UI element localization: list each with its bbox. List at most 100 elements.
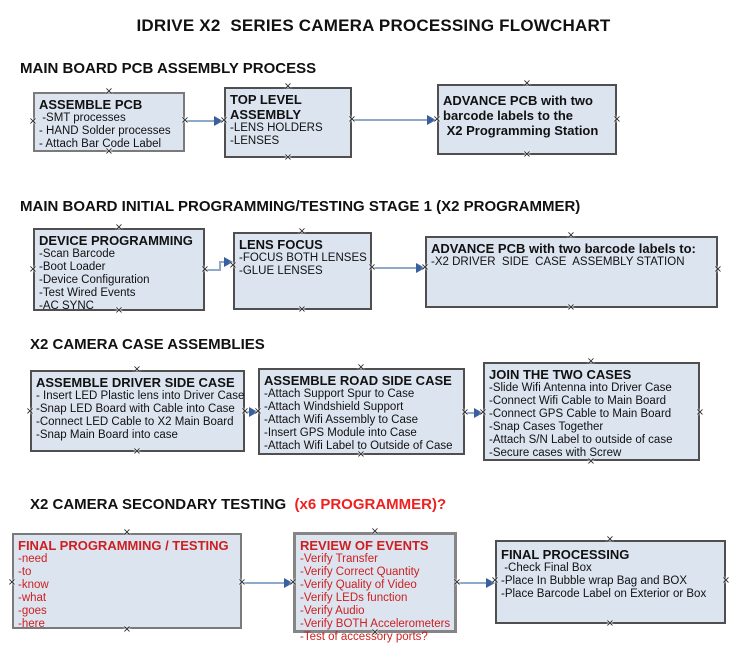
box-line: -LENSES: [230, 135, 280, 147]
box-title: JOIN THE TWO CASES: [489, 367, 632, 382]
connection-point-icon: ×: [180, 115, 190, 126]
connection-point-icon: ×: [347, 114, 357, 125]
connection-point-icon: ×: [713, 264, 723, 275]
connection-point-icon: ×: [452, 577, 462, 588]
box-line: - Insert LED Plastic lens into Driver Ca…: [36, 390, 245, 402]
box-line: -what: [18, 592, 47, 604]
flow-box-assemble-driver-side-case: ASSEMBLE DRIVER SIDE CASE - Insert LED P…: [30, 370, 245, 452]
box-title: FINAL PROGRAMMING / TESTING: [18, 538, 229, 553]
box-line: -Attach Wifi Assembly to Case: [264, 414, 419, 426]
connector-row1-1-line: [186, 120, 216, 122]
box-title: FINAL PROCESSING: [501, 547, 630, 562]
connection-point-icon: ×: [356, 362, 366, 373]
connection-point-icon: ×: [104, 146, 114, 157]
box-line: -need: [18, 553, 48, 565]
connector-row2-1-arrowhead: [224, 257, 233, 267]
box-line: -Attach Windshield Support: [264, 401, 404, 413]
connector-row1-2-line: [353, 119, 428, 121]
flow-box-advance-pcb-driver-side: ADVANCE PCB with two barcode labels to: …: [425, 236, 718, 308]
connection-point-icon: ×: [25, 406, 35, 417]
connector-row2-2-arrowhead: [416, 263, 425, 273]
box-title: REVIEW OF EVENTS: [300, 538, 429, 553]
box-line: -FOCUS BOTH LENSES: [239, 252, 367, 264]
flow-box-lens-focus: LENS FOCUS -FOCUS BOTH LENSES -GLUE LENS…: [233, 232, 372, 310]
connection-point-icon: ×: [586, 356, 596, 367]
flow-box-advance-pcb-programming-station: ADVANCE PCB with two barcode labels to t…: [437, 84, 617, 155]
box-line: -SMT processes: [39, 112, 126, 124]
connection-point-icon: ×: [297, 304, 307, 315]
box-title: ASSEMBLE DRIVER SIDE CASE: [36, 375, 235, 390]
connection-point-icon: ×: [237, 577, 247, 588]
section-heading-case-assemblies: X2 CAMERA CASE ASSEMBLIES: [30, 336, 265, 353]
connection-point-icon: ×: [478, 407, 488, 418]
box-line: -to: [18, 566, 32, 578]
flow-box-top-level-assembly: TOP LEVEL ASSEMBLY -LENS HOLDERS -LENSES: [224, 87, 352, 158]
box-line: -know: [18, 579, 49, 591]
box-line: - HAND Solder processes: [39, 125, 171, 137]
box-title: ADVANCE PCB with two barcode labels to t…: [443, 93, 599, 138]
connection-point-icon: ×: [695, 407, 705, 418]
connection-point-icon: ×: [200, 264, 210, 275]
connection-point-icon: ×: [367, 262, 377, 273]
box-line: -Verify Quality of Video: [300, 579, 417, 591]
connection-point-icon: ×: [228, 260, 238, 271]
connection-point-icon: ×: [283, 152, 293, 163]
connection-point-icon: ×: [612, 114, 622, 125]
box-line: -Verify Transfer: [300, 553, 378, 565]
box-line: -Secure cases with Screw: [489, 447, 622, 459]
connection-point-icon: ×: [219, 115, 229, 126]
flow-box-device-programming: DEVICE PROGRAMMING -Scan Barcode -Boot L…: [33, 228, 205, 312]
box-title: DEVICE PROGRAMMING: [39, 233, 193, 248]
connection-point-icon: ×: [28, 264, 38, 275]
box-line: -Connect GPS Cable to Main Board: [489, 408, 672, 420]
box-line: -Insert GPS Module into Case: [264, 427, 417, 439]
section-heading-secondary-testing: X2 CAMERA SECONDARY TESTING (x6 PROGRAMM…: [30, 496, 446, 513]
connection-point-icon: ×: [370, 627, 380, 638]
connection-point-icon: ×: [240, 406, 250, 417]
connector-row3-2-arrowhead: [474, 408, 483, 418]
connection-point-icon: ×: [283, 81, 293, 92]
connector-row2-1-line-b: [219, 261, 221, 271]
box-line: -GLUE LENSES: [239, 265, 323, 277]
connector-row2-1-line-c: [219, 261, 227, 263]
box-line: -Connect Wifi Cable to Main Board: [489, 395, 667, 407]
connector-row2-1-line-a: [205, 269, 221, 271]
connector-row2-2-line: [373, 267, 417, 269]
connection-point-icon: ×: [288, 577, 298, 588]
connection-point-icon: ×: [122, 624, 132, 635]
connector-row4-2-line: [458, 582, 488, 584]
box-line: -here: [18, 618, 45, 630]
box-line: -Snap Main Board into case: [36, 429, 178, 441]
box-line: -Snap Cases Together: [489, 421, 604, 433]
connector-row4-1-arrowhead: [284, 578, 293, 588]
box-line: -Boot Loader: [39, 261, 106, 273]
flow-box-assemble-pcb: ASSEMBLE PCB -SMT processes - HAND Solde…: [33, 92, 185, 152]
connection-point-icon: ×: [721, 575, 731, 586]
connection-point-icon: ×: [586, 456, 596, 467]
connector-row1-1-arrowhead: [214, 116, 223, 126]
connection-point-icon: ×: [522, 149, 532, 160]
connection-point-icon: ×: [432, 114, 442, 125]
box-title: ASSEMBLE ROAD SIDE CASE: [264, 373, 452, 388]
connection-point-icon: ×: [7, 577, 17, 588]
box-line: -Verify Correct Quantity: [300, 566, 420, 578]
connection-point-icon: ×: [297, 226, 307, 237]
connection-point-icon: ×: [605, 534, 615, 545]
flow-box-final-programming-testing: FINAL PROGRAMMING / TESTING -need -to -k…: [12, 533, 242, 630]
section-heading-initial-programming: MAIN BOARD INITIAL PROGRAMMING/TESTING S…: [20, 198, 581, 215]
connection-point-icon: ×: [132, 364, 142, 375]
connector-row4-2-arrowhead: [486, 578, 495, 588]
connector-row3-1-arrowhead: [249, 407, 258, 417]
box-line: -Place In Bubble wrap Bag and BOX: [501, 575, 688, 587]
connection-point-icon: ×: [522, 78, 532, 89]
box-line: - Attach Bar Code Label: [39, 138, 162, 150]
connection-point-icon: ×: [566, 230, 576, 241]
box-line: -Attach Support Spur to Case: [264, 388, 415, 400]
flow-box-assemble-road-side-case: ASSEMBLE ROAD SIDE CASE -Attach Support …: [258, 368, 465, 455]
connector-row3-1-line: [246, 411, 251, 413]
box-title: ASSEMBLE PCB: [39, 97, 143, 112]
flow-box-review-of-events: REVIEW OF EVENTS -Verify Transfer -Verif…: [293, 532, 457, 643]
connection-point-icon: ×: [114, 222, 124, 233]
box-line: -Check Final Box: [501, 562, 592, 574]
page-title: IDRIVE X2 SERIES CAMERA PROCESSING FLOWC…: [136, 16, 611, 35]
